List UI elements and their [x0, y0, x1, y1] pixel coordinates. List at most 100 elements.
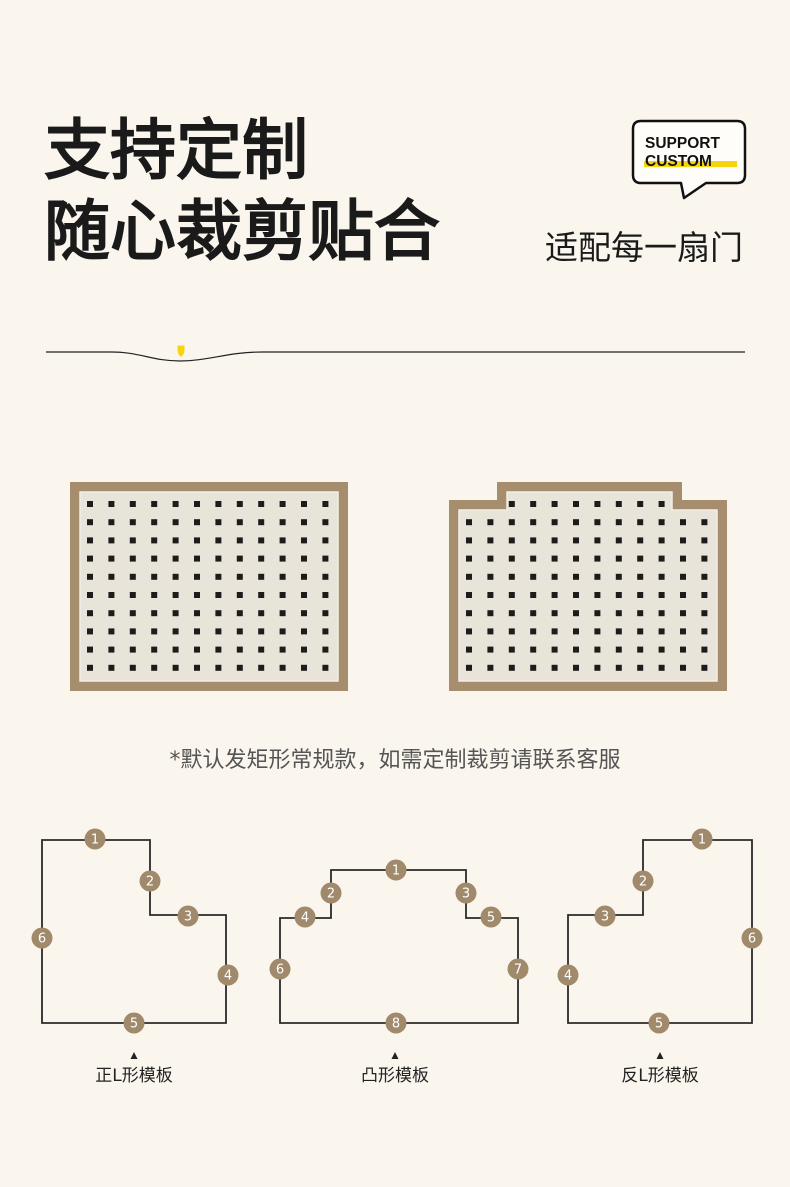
mat-hole-dot [594, 555, 601, 562]
mat-hole-dot [637, 501, 644, 507]
mat-hole-dot [594, 628, 601, 635]
section-divider [46, 345, 745, 362]
mat-hole-dot [594, 646, 601, 653]
mat-hole-dot [573, 555, 579, 562]
mat-hole-dot [508, 592, 515, 598]
mat-hole-dot [466, 628, 472, 635]
template-diagram-2: 1 2 3 4 5 6 7 8 [269, 859, 529, 1059]
mat-hole-dot [701, 592, 708, 598]
mat-hole-dot [279, 501, 286, 507]
mat-hole-dot [530, 501, 537, 507]
badge-line-2: CUSTOM [645, 153, 712, 170]
mat-hole-dot [615, 628, 622, 635]
side-marker-number: 4 [564, 969, 572, 984]
side-marker: 4 [217, 964, 239, 986]
mat-hole-dot [680, 610, 686, 617]
wave-divider-line [46, 351, 745, 362]
mat-hole-dot [573, 664, 579, 671]
mat-hole-dot [236, 592, 243, 598]
mat-hole-dot [151, 610, 158, 617]
mat-hole-dot [322, 628, 329, 635]
side-marker-number: 5 [655, 1017, 663, 1032]
mat-hole-dot [301, 555, 307, 562]
mat-hole-dot [236, 501, 243, 507]
mat-hole-dot [172, 646, 179, 653]
pointer-triangle-icon [130, 1052, 138, 1059]
mat-hole-dot [701, 519, 708, 526]
mat-hole-dot [172, 628, 179, 635]
side-marker-number: 3 [184, 910, 192, 925]
mat-hole-dot [258, 501, 265, 507]
mat-hole-dot [215, 664, 222, 671]
template-label-3: 反L形模板 [621, 1066, 699, 1086]
mat-hole-dot [215, 592, 222, 598]
mat-hole-dot [551, 664, 558, 671]
mat-hole-dot [487, 573, 494, 580]
side-marker-number: 6 [748, 932, 756, 947]
mat-hole-dot [508, 501, 515, 507]
mat-hole-dot [573, 610, 579, 617]
side-marker: 5 [123, 1012, 145, 1034]
side-marker-number: 6 [38, 932, 46, 947]
mat-hole-dot [658, 664, 665, 671]
template-diagram-3: 1 2 3 4 5 6 [557, 828, 763, 1059]
mat-hole-dot [551, 610, 558, 617]
convex-mat-illustration [449, 482, 727, 691]
side-marker-number: 5 [487, 911, 495, 926]
mat-hole-dot [530, 628, 537, 635]
mat-hole-dot [487, 628, 494, 635]
side-marker: 4 [294, 906, 316, 928]
mat-hole-dot [487, 519, 494, 526]
mat-hole-dot [487, 664, 494, 671]
mat-hole-grid [466, 501, 708, 671]
mat-hole-dot [658, 501, 665, 507]
mat-hole-dot [151, 646, 158, 653]
side-marker-number: 3 [601, 910, 609, 925]
mat-hole-dot [658, 573, 665, 580]
side-marker: 2 [632, 870, 654, 892]
template-label-1: 正L形模板 [95, 1066, 173, 1086]
headline-line-2: 随心裁剪贴合 [44, 193, 440, 270]
mat-hole-dot [680, 573, 686, 580]
side-marker: 1 [385, 859, 407, 881]
mat-hole-dot [615, 501, 622, 507]
mat-hole-dot [258, 537, 265, 544]
side-marker-number: 2 [146, 875, 154, 890]
mat-hole-dot [215, 646, 222, 653]
mat-hole-dot [508, 555, 515, 562]
mat-hole-dot [258, 610, 265, 617]
mat-hole-dot [637, 664, 644, 671]
side-marker-number: 8 [392, 1017, 400, 1032]
mat-hole-dot [172, 664, 179, 671]
mat-hole-dot [551, 592, 558, 598]
mat-hole-dot [530, 610, 537, 617]
mat-hole-dot [301, 664, 307, 671]
mat-hole-dot [658, 519, 665, 526]
mat-hole-dot [594, 610, 601, 617]
mat-hole-dot [466, 555, 472, 562]
mat-hole-dot [129, 628, 136, 635]
mat-hole-dot [508, 646, 515, 653]
mat-hole-dot [108, 646, 115, 653]
badge-line-1: SUPPORT [645, 135, 720, 152]
mat-hole-dot [87, 664, 93, 671]
side-marker: 3 [455, 882, 477, 904]
mat-hole-dot [573, 519, 579, 526]
mat-hole-dot [508, 519, 515, 526]
mat-hole-dot [108, 537, 115, 544]
mat-hole-dot [215, 573, 222, 580]
mat-hole-dot [680, 664, 686, 671]
mat-hole-dot [301, 537, 307, 544]
mat-hole-dot [129, 646, 136, 653]
mat-hole-dot [215, 610, 222, 617]
mat-hole-dot [279, 537, 286, 544]
mat-hole-dot [573, 646, 579, 653]
mat-hole-dot [615, 555, 622, 562]
mat-hole-dot [129, 573, 136, 580]
mat-hole-dot [151, 537, 158, 544]
mat-hole-dot [301, 646, 307, 653]
side-marker-number: 4 [301, 911, 309, 926]
mat-hole-dot [279, 664, 286, 671]
mat-hole-dot [258, 592, 265, 598]
mat-hole-dot [236, 537, 243, 544]
